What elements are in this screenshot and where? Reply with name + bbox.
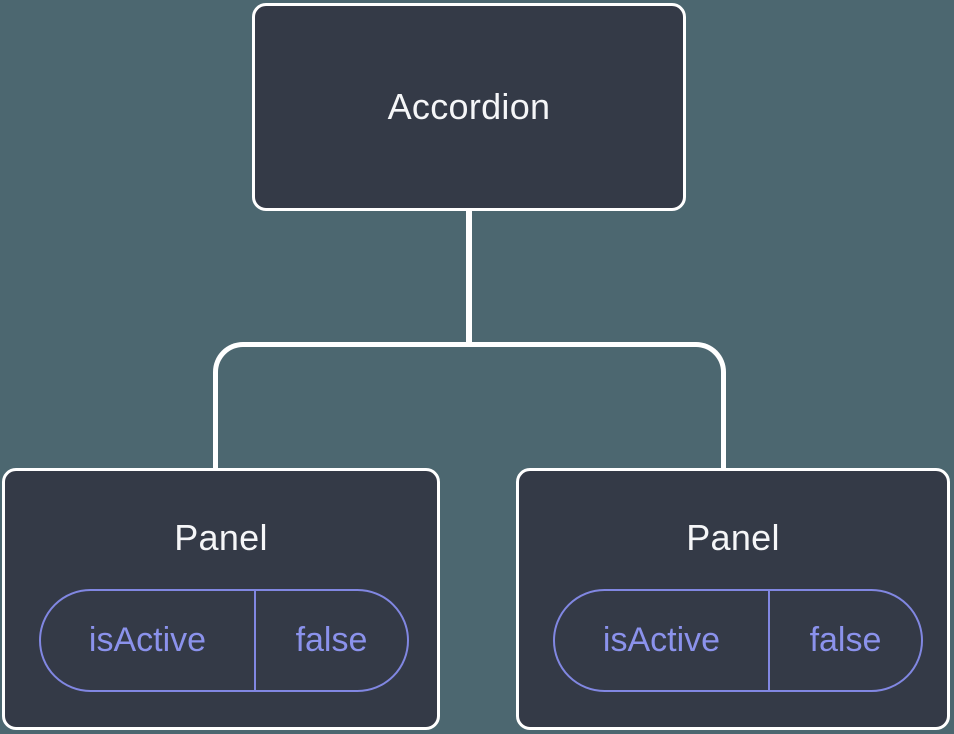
state-key: isActive — [555, 591, 770, 690]
node-panel-left: Panel isActive false — [2, 468, 440, 730]
connector-bracket — [213, 342, 726, 470]
node-accordion: Accordion — [252, 3, 686, 211]
state-value: false — [809, 621, 882, 659]
state-pill: isActive false — [553, 589, 923, 692]
node-panel-right-label: Panel — [686, 517, 780, 558]
connector-stem — [466, 211, 472, 347]
state-pill: isActive false — [39, 589, 409, 692]
state-value: false — [295, 621, 368, 659]
node-panel-right: Panel isActive false — [516, 468, 950, 730]
node-panel-left-label: Panel — [174, 517, 268, 558]
node-accordion-label: Accordion — [387, 86, 551, 127]
state-key: isActive — [41, 591, 256, 690]
